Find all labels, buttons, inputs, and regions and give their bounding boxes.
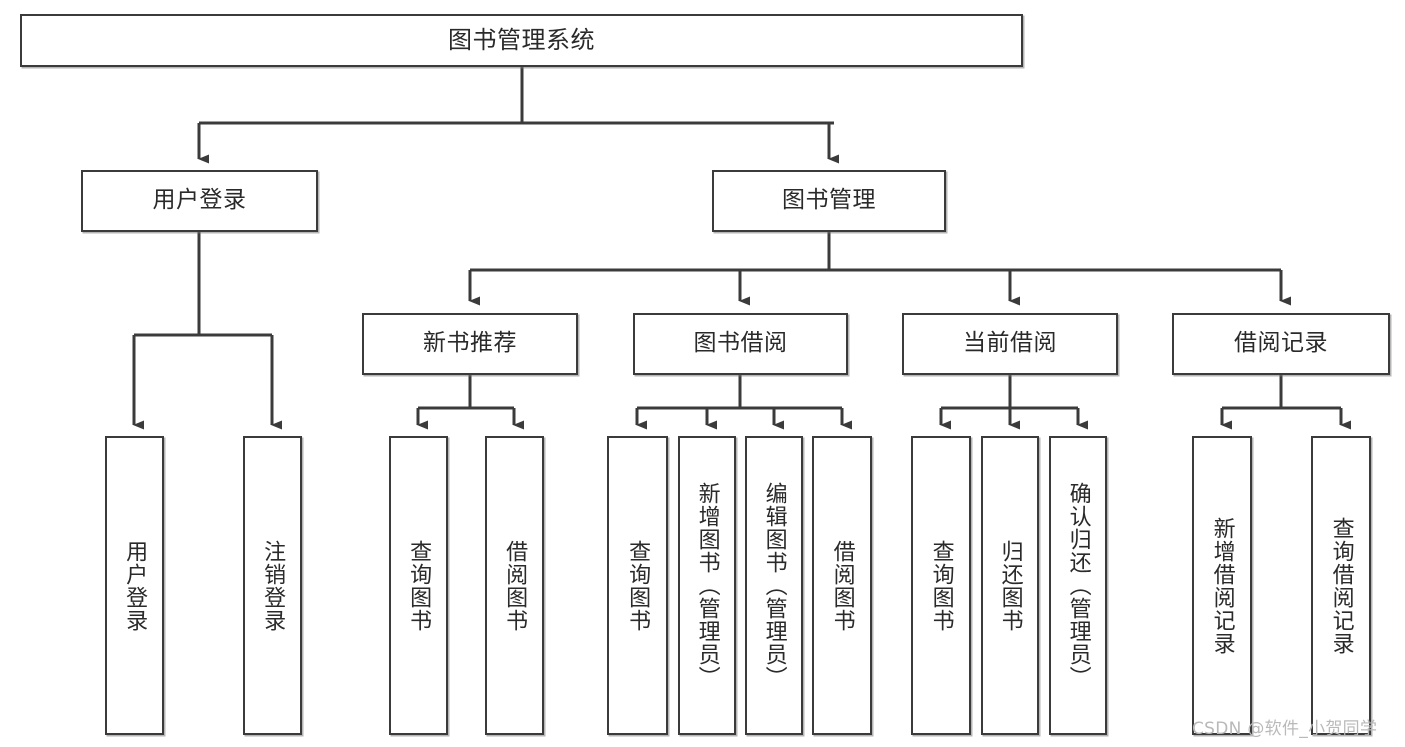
- node-label: 新书推荐: [423, 330, 517, 357]
- node-leaf-borrow-book-1[interactable]: 借阅图书: [485, 436, 544, 735]
- node-root-system[interactable]: 图书管理系统: [20, 14, 1023, 67]
- node-label: 编辑图书（管理员）: [761, 482, 787, 689]
- node-label: 图书借阅: [693, 330, 788, 357]
- node-current-borrow[interactable]: 当前借阅: [902, 313, 1118, 375]
- node-label: 查询借阅记录: [1328, 516, 1354, 655]
- node-label: 新增借阅记录: [1209, 516, 1235, 655]
- node-leaf-logout-login[interactable]: 注销登录: [243, 436, 302, 735]
- node-label: 当前借阅: [963, 330, 1057, 357]
- node-label: 图书管理: [782, 187, 876, 214]
- node-label: 新增图书（管理员）: [694, 482, 720, 689]
- node-leaf-confirm-return-admin[interactable]: 确认归还（管理员）: [1049, 436, 1107, 735]
- node-new-book-recommend[interactable]: 新书推荐: [362, 313, 578, 375]
- node-label: 用户登录: [122, 539, 148, 632]
- node-leaf-add-borrow-record[interactable]: 新增借阅记录: [1192, 436, 1252, 735]
- node-label: 查询图书: [625, 539, 651, 632]
- watermark-text: CSDN @软件_小贺同学: [1192, 719, 1378, 739]
- node-label: 借阅图书: [829, 539, 855, 632]
- node-label: 借阅记录: [1234, 330, 1328, 357]
- node-leaf-query-book-3[interactable]: 查询图书: [911, 436, 971, 735]
- node-label: 借阅图书: [502, 539, 528, 632]
- node-borrow-record[interactable]: 借阅记录: [1172, 313, 1390, 375]
- node-leaf-query-book-1[interactable]: 查询图书: [389, 436, 448, 735]
- node-label: 图书管理系统: [448, 26, 595, 55]
- node-leaf-borrow-book-2[interactable]: 借阅图书: [812, 436, 872, 735]
- node-leaf-query-book-2[interactable]: 查询图书: [607, 436, 668, 735]
- node-label: 查询图书: [928, 539, 954, 632]
- node-label: 归还图书: [997, 539, 1023, 632]
- node-leaf-return-book[interactable]: 归还图书: [981, 436, 1039, 735]
- node-book-borrow[interactable]: 图书借阅: [633, 313, 848, 375]
- node-label: 查询图书: [406, 539, 432, 632]
- node-label: 注销登录: [260, 539, 286, 632]
- node-user-login[interactable]: 用户登录: [81, 170, 318, 232]
- node-leaf-add-book-admin[interactable]: 新增图书（管理员）: [678, 436, 736, 735]
- node-label: 用户登录: [152, 187, 247, 214]
- node-leaf-edit-book-admin[interactable]: 编辑图书（管理员）: [745, 436, 803, 735]
- node-label: 确认归还（管理员）: [1065, 482, 1091, 689]
- node-leaf-query-borrow-record[interactable]: 查询借阅记录: [1311, 436, 1371, 735]
- node-book-manage[interactable]: 图书管理: [712, 170, 946, 232]
- node-leaf-user-login[interactable]: 用户登录: [105, 436, 164, 735]
